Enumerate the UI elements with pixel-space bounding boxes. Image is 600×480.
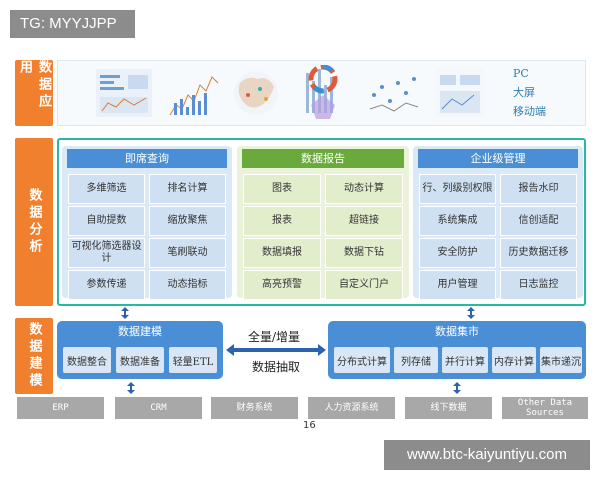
dashboard-thumbnail-5 — [308, 65, 338, 119]
row-label-analysis: 数据分析 — [15, 138, 53, 306]
arrow-up-down-icon — [121, 307, 129, 319]
market-item: 列存储 — [394, 347, 438, 373]
analysis-item: 信创适配 — [500, 206, 577, 236]
analysis-item: 历史数据迁移 — [500, 238, 577, 268]
dashboard-thumbnail-2 — [169, 76, 219, 116]
analysis-item: 系统集成 — [419, 206, 496, 236]
analysis-item: 图表 — [243, 174, 321, 204]
market-item: 集市递沉 — [540, 347, 582, 373]
analysis-item: 数据下钻 — [325, 238, 403, 268]
market-item: 分布式计算 — [334, 347, 390, 373]
source-crm: CRM — [115, 397, 202, 419]
application-channel-list: PC 大屏 移动端 — [513, 64, 546, 121]
analysis-item: 可视化筛选器设计 — [68, 238, 145, 268]
source-erp: ERP — [17, 397, 104, 419]
dashboard-thumbnail-1 — [96, 69, 152, 117]
row-label-construction: 数据建模 — [15, 318, 53, 394]
modeling-item: 数据整合 — [63, 347, 111, 373]
double-arrow-icon — [226, 344, 326, 356]
analysis-item: 高亮预警 — [243, 270, 321, 300]
analysis-item: 参数传递 — [68, 270, 145, 300]
source-hr: 人力资源系统 — [308, 397, 395, 419]
analysis-item: 日志监控 — [500, 270, 577, 300]
analysis-column-data-report: 数据报告 图表动态计算报表超链接数据填报数据下钻高亮预警自定义门户 — [237, 146, 409, 300]
arrow-up-down-icon — [467, 307, 475, 319]
analysis-item: 报表 — [243, 206, 321, 236]
data-modeling-title: 数据建模 — [118, 325, 162, 338]
analysis-column-enterprise-management: 企业级管理 行、列级别权限报告水印系统集成信创适配安全防护历史数据迁移用户管理日… — [413, 146, 583, 300]
analysis-item: 用户管理 — [419, 270, 496, 300]
analysis-item: 行、列级别权限 — [419, 174, 496, 204]
analysis-item: 动态计算 — [325, 174, 403, 204]
row-label-application: 数据应用 — [15, 60, 53, 126]
page-number: 16 — [303, 420, 316, 431]
connector-label-bottom: 数据抽取 — [252, 360, 301, 374]
dashboard-thumbnail-6 — [369, 77, 419, 112]
analysis-item: 笔刷联动 — [149, 238, 226, 268]
watermark-bottom: www.btc-kaiyuntiyu.com — [384, 440, 590, 470]
analysis-item: 报告水印 — [500, 174, 577, 204]
analysis-item: 排名计算 — [149, 174, 226, 204]
analysis-item: 动态指标 — [149, 270, 226, 300]
data-modeling-box: 数据建模 数据整合 数据准备 轻量ETL — [57, 321, 223, 379]
arrow-up-down-icon — [453, 382, 461, 394]
column-title: 数据报告 — [242, 149, 404, 168]
analysis-item: 自助提数 — [68, 206, 145, 236]
arrow-up-down-icon — [127, 382, 135, 394]
analysis-item: 超链接 — [325, 206, 403, 236]
analysis-item: 安全防护 — [419, 238, 496, 268]
channel-pc: PC — [513, 67, 529, 80]
source-offline: 线下数据 — [405, 397, 492, 419]
column-title: 企业级管理 — [418, 149, 578, 168]
application-strip — [57, 60, 586, 126]
dashboard-thumbnail-7 — [436, 69, 484, 117]
data-market-box: 数据集市 分布式计算 列存储 并行计算 内存计算 集市递沉 — [328, 321, 586, 379]
analysis-item: 数据填报 — [243, 238, 321, 268]
modeling-item: 数据准备 — [116, 347, 164, 373]
analysis-item: 缩放聚焦 — [149, 206, 226, 236]
connector-label-top: 全量/增量 — [248, 330, 301, 344]
source-finance: 财务系统 — [211, 397, 298, 419]
source-other: Other Data Sources — [502, 397, 588, 419]
modeling-item: 轻量ETL — [169, 347, 217, 373]
channel-big-screen: 大屏 — [513, 86, 535, 99]
watermark-top: TG: MYYJJPP — [10, 10, 135, 38]
channel-mobile: 移动端 — [513, 105, 546, 118]
analysis-item: 自定义门户 — [325, 270, 403, 300]
analysis-column-adhoc-query: 即席查询 多维筛选排名计算自助提数缩放聚焦可视化筛选器设计笔刷联动参数传递动态指… — [62, 146, 232, 300]
data-market-title: 数据集市 — [435, 325, 479, 338]
column-title: 即席查询 — [67, 149, 227, 168]
dashboard-thumbnail-3 — [234, 71, 278, 115]
market-item: 内存计算 — [492, 347, 536, 373]
analysis-item: 多维筛选 — [68, 174, 145, 204]
market-item: 并行计算 — [442, 347, 488, 373]
